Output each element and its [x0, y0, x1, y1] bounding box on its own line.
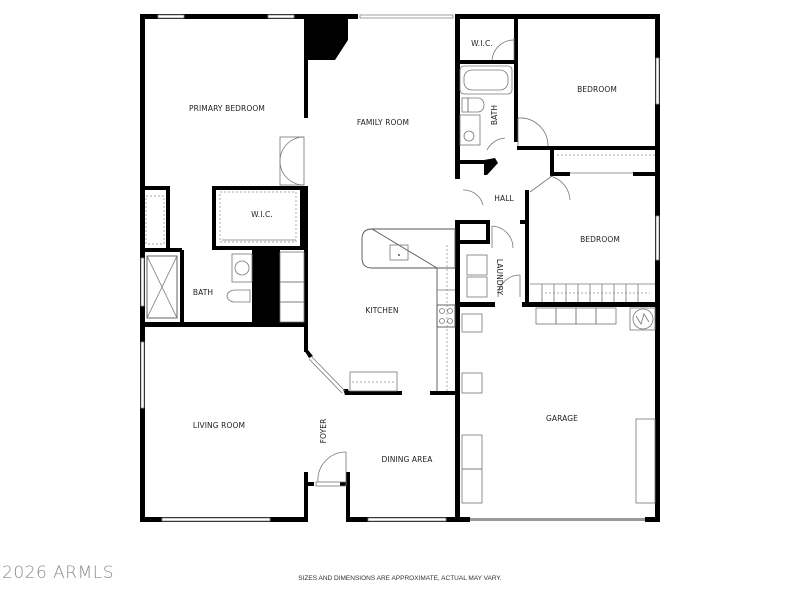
label-foyer: FOYER	[319, 419, 328, 444]
label-bath-primary: BATH	[193, 288, 213, 297]
windows	[140, 14, 660, 522]
label-bedroom-middle: BEDROOM	[580, 235, 620, 244]
disclaimer-text: SIZES AND DIMENSIONS ARE APPROXIMATE, AC…	[298, 575, 502, 582]
label-family-room: FAMILY ROOM	[357, 118, 409, 127]
label-bedroom-top: BEDROOM	[577, 85, 617, 94]
label-kitchen: KITCHEN	[365, 306, 398, 315]
label-garage: GARAGE	[546, 414, 578, 423]
watermark: 2026 ARMLS	[2, 563, 115, 583]
doors	[279, 38, 571, 487]
room-labels: PRIMARY BEDROOM FAMILY ROOM W.I.C. BATH …	[189, 39, 620, 464]
label-wic-secondary: W.I.C.	[471, 39, 493, 48]
fixtures	[145, 65, 656, 504]
label-laundry: LAUNDRY	[495, 259, 504, 296]
interior-walls	[140, 14, 660, 522]
label-living-room: LIVING ROOM	[193, 421, 245, 430]
label-hall: HALL	[494, 194, 514, 203]
label-wic-primary: W.I.C.	[251, 210, 273, 219]
label-bath-secondary: BATH	[490, 105, 499, 125]
label-primary-bedroom: PRIMARY BEDROOM	[189, 104, 265, 113]
label-dining-area: DINING AREA	[382, 455, 434, 464]
